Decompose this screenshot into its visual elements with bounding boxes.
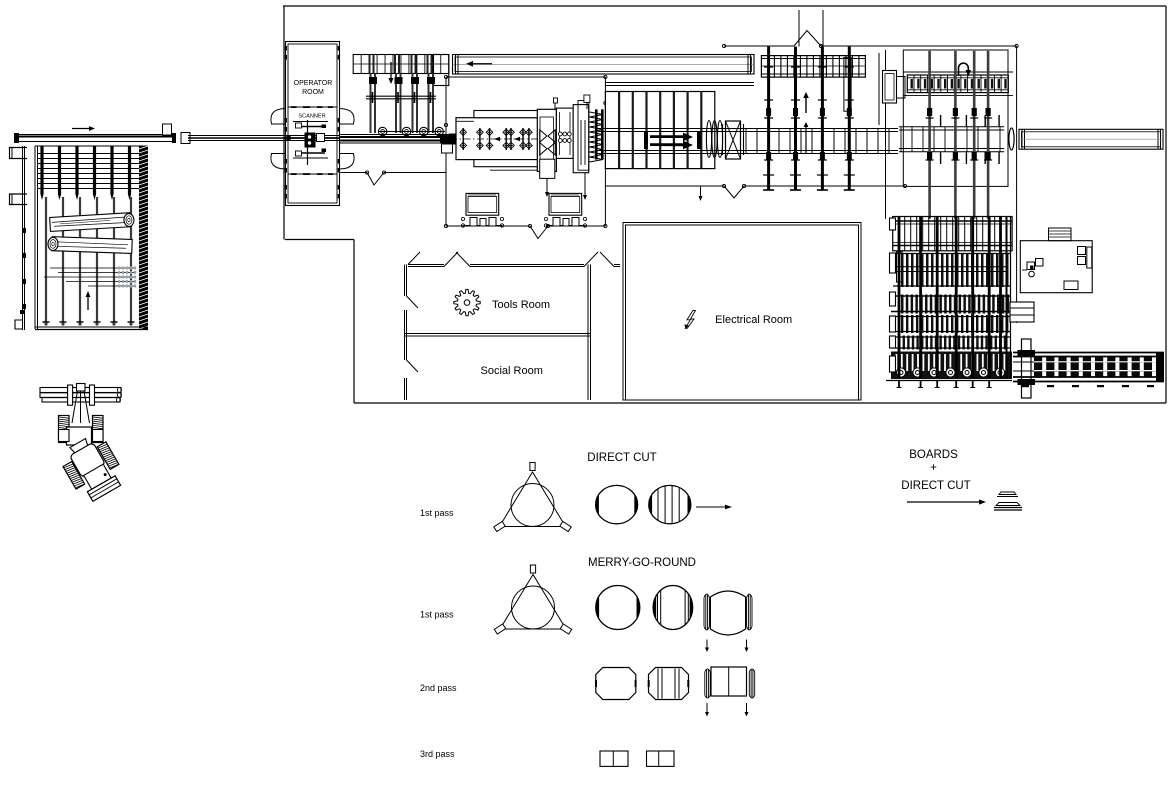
svg-text:Tools Room: Tools Room [492, 299, 550, 311]
svg-text:DIRECT CUT: DIRECT CUT [901, 480, 970, 492]
svg-text:MERRY-GO-ROUND: MERRY-GO-ROUND [588, 557, 696, 569]
svg-text:DIRECT CUT: DIRECT CUT [587, 452, 656, 464]
svg-text:SCANNER: SCANNER [298, 114, 325, 120]
svg-text:Electrical Room: Electrical Room [715, 314, 792, 326]
svg-text:1st pass: 1st pass [420, 508, 454, 518]
svg-text:BOARDS: BOARDS [909, 449, 958, 461]
svg-text:OPERATOR: OPERATOR [294, 80, 333, 87]
svg-text:ROOM: ROOM [302, 89, 324, 96]
svg-text:3rd pass: 3rd pass [420, 749, 455, 759]
svg-text:1st pass: 1st pass [420, 610, 454, 620]
svg-text:+: + [930, 462, 937, 474]
svg-text:Social Room: Social Room [481, 365, 543, 377]
svg-text:2nd pass: 2nd pass [420, 683, 457, 693]
